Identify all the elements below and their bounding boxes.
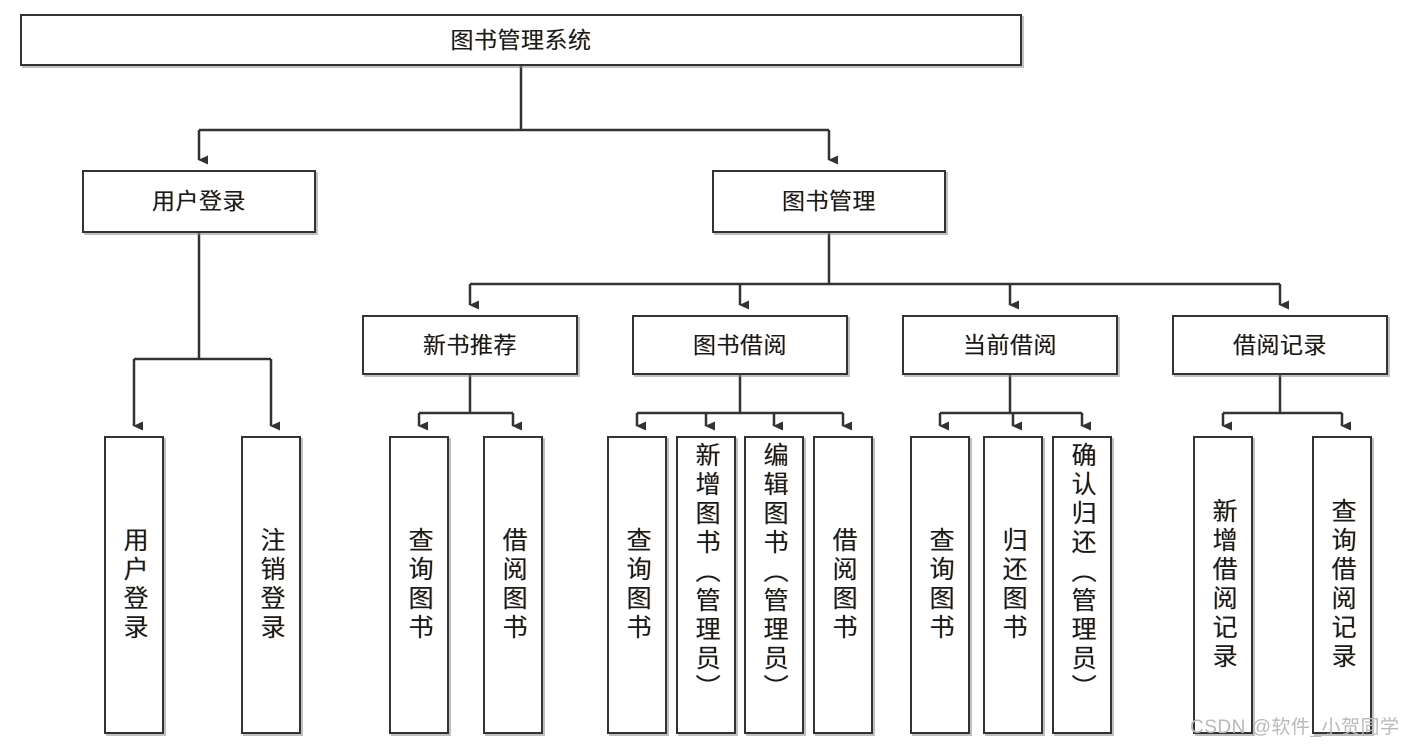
node-label-current-borrow: 当前借阅 [963, 331, 1057, 358]
node-user-login[interactable]: 用户登录 [82, 170, 316, 233]
node-label-leaf-borrow-book-2: 借阅图书 [829, 527, 858, 643]
node-label-book-manage: 图书管理 [782, 188, 876, 215]
node-leaf-query-book-3[interactable]: 查询图书 [910, 436, 970, 734]
node-root[interactable]: 图书管理系统 [20, 14, 1022, 66]
node-borrow-record[interactable]: 借阅记录 [1172, 315, 1388, 375]
node-leaf-query-book-1[interactable]: 查询图书 [389, 436, 449, 734]
node-leaf-borrow-book-2[interactable]: 借阅图书 [813, 436, 873, 734]
node-leaf-confirm-return[interactable]: 确认归还（管理员） [1052, 436, 1112, 734]
node-label-leaf-edit-book: 编辑图书（管理员） [760, 442, 789, 703]
node-current-borrow[interactable]: 当前借阅 [902, 315, 1118, 375]
node-leaf-query-record[interactable]: 查询借阅记录 [1312, 436, 1372, 734]
node-label-leaf-query-book-2: 查询图书 [623, 527, 652, 643]
node-label-leaf-add-record: 新增借阅记录 [1209, 498, 1238, 672]
node-leaf-edit-book[interactable]: 编辑图书（管理员） [744, 436, 804, 734]
node-label-leaf-query-book-1: 查询图书 [405, 527, 434, 643]
node-leaf-add-record[interactable]: 新增借阅记录 [1193, 436, 1253, 734]
node-label-leaf-add-book: 新增图书（管理员） [692, 442, 721, 703]
node-label-user-login: 用户登录 [152, 188, 246, 215]
node-leaf-return-book[interactable]: 归还图书 [983, 436, 1043, 734]
node-label-leaf-user-login: 用户登录 [120, 527, 149, 643]
node-label-leaf-query-book-3: 查询图书 [926, 527, 955, 643]
node-label-leaf-user-logout: 注销登录 [257, 527, 286, 643]
node-leaf-user-logout[interactable]: 注销登录 [241, 436, 301, 734]
node-label-leaf-return-book: 归还图书 [999, 527, 1028, 643]
node-book-manage[interactable]: 图书管理 [712, 170, 946, 233]
node-label-new-book-rec: 新书推荐 [423, 331, 517, 358]
node-leaf-borrow-book-1[interactable]: 借阅图书 [483, 436, 543, 734]
node-leaf-add-book[interactable]: 新增图书（管理员） [676, 436, 736, 734]
node-label-leaf-query-record: 查询借阅记录 [1328, 498, 1357, 672]
node-new-book-rec[interactable]: 新书推荐 [362, 315, 578, 375]
node-label-leaf-confirm-return: 确认归还（管理员） [1068, 442, 1097, 703]
node-label-root: 图书管理系统 [450, 26, 592, 53]
watermark-text: CSDN @软件_小贺同学 [1190, 717, 1400, 738]
node-label-leaf-borrow-book-1: 借阅图书 [499, 527, 528, 643]
node-leaf-query-book-2[interactable]: 查询图书 [607, 436, 667, 734]
node-book-borrow[interactable]: 图书借阅 [632, 315, 848, 375]
node-label-book-borrow: 图书借阅 [693, 331, 787, 358]
node-label-borrow-record: 借阅记录 [1233, 331, 1327, 358]
node-leaf-user-login[interactable]: 用户登录 [104, 436, 164, 734]
